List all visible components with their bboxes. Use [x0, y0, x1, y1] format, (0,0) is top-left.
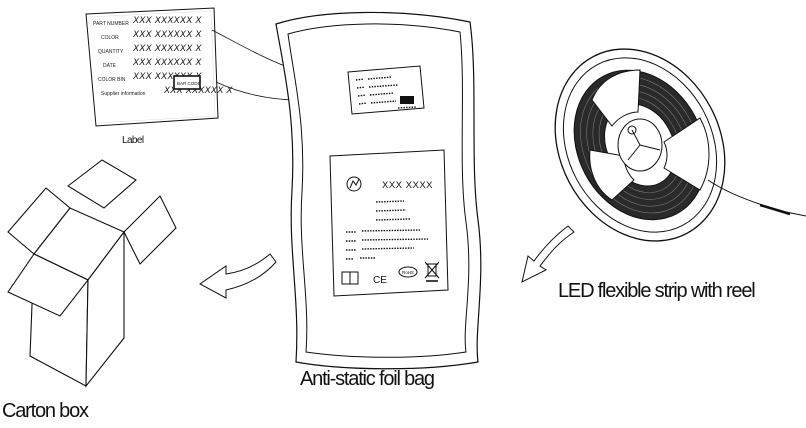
label-field-supplier: Supplier information: [101, 91, 146, 97]
ce-mark: CE: [373, 275, 387, 286]
foil-bag-caption: Anti-static foil bag: [300, 368, 435, 390]
bag-barcode: [400, 96, 414, 104]
label-value-3: XXX XXXXXX X: [132, 43, 202, 53]
label-caption: Label: [122, 135, 144, 146]
label-value-2: XXX XXXXXX X: [132, 29, 202, 39]
carton-box-caption: Carton box: [2, 400, 89, 422]
carton-box: [7, 159, 177, 388]
label-value-4: XXX XXXXXX X: [132, 57, 202, 67]
arrow-reel-to-bag: [521, 225, 575, 283]
label-value-1: XXX XXXXXX X: [132, 15, 202, 25]
label-field-color: COLOR: [101, 35, 119, 41]
bag-small-label: [347, 65, 425, 115]
label-field-date: DATE: [103, 63, 117, 69]
label-field-values: XXX XXXXXX X XXX XXXXXX X XXX XXXXXX X X…: [132, 15, 233, 95]
label-field-quantity: QUANTITY: [98, 49, 124, 55]
label-card: PART NUMBER COLOR QUANTITY DATE COLOR BI…: [85, 7, 233, 127]
label-value-5: XXX XXXXXX X: [132, 71, 202, 81]
rohs-text: RoHS: [402, 270, 414, 275]
weee-bin-icon: [424, 261, 440, 282]
barcode-text: BAR CODE: [177, 81, 201, 86]
arrow-bag-to-box: [199, 253, 277, 299]
label-field-color-bin: COLOR BIN: [98, 77, 126, 83]
label-value-6: XXX XXXXXX X: [163, 85, 233, 95]
barcode-box: [173, 75, 201, 90]
label-field-names: PART NUMBER COLOR QUANTITY DATE COLOR BI…: [93, 21, 146, 97]
esd-icon: [346, 176, 362, 192]
label-field-part-number: PART NUMBER: [93, 21, 129, 27]
bag-print-sheet: XXX XXXX CE RoHS: [329, 149, 449, 297]
foil-bag: XXX XXXX CE RoHS: [275, 11, 482, 370]
rohs-badge: [398, 266, 418, 278]
led-reel: [554, 48, 806, 242]
reel-hub: [617, 118, 663, 172]
led-strip-caption: LED flexible strip with reel: [558, 280, 756, 302]
bag-sheet-title: XXX XXXX: [382, 180, 433, 191]
